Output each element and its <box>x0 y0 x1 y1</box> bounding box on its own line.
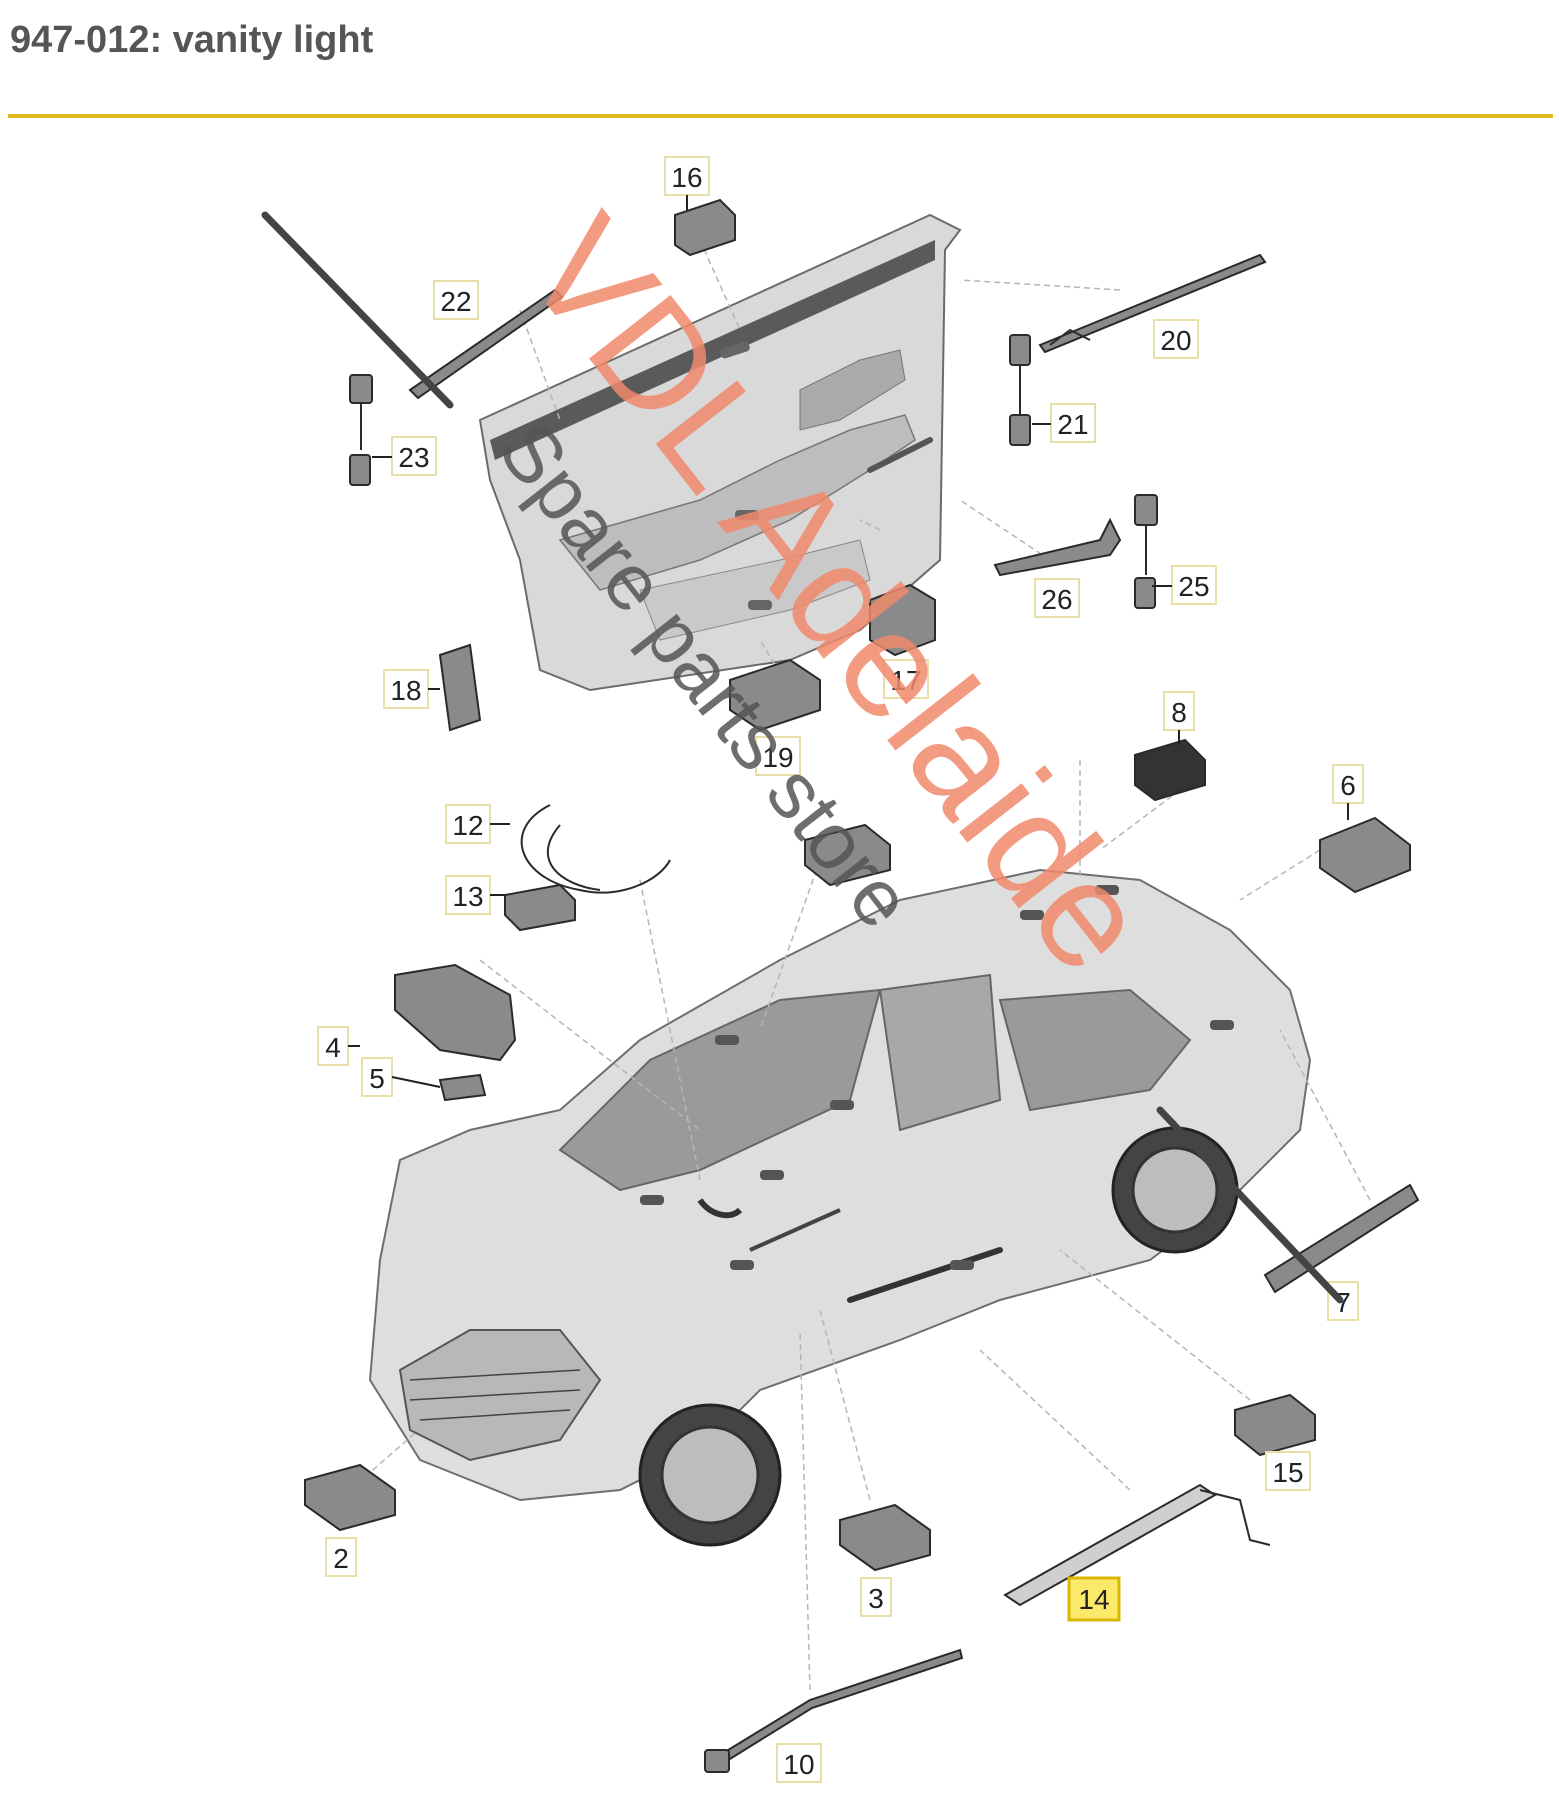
callout-5: 5 <box>361 1057 393 1097</box>
svg-text:8: 8 <box>1171 697 1187 728</box>
svg-text:4: 4 <box>325 1032 341 1063</box>
svg-text:14: 14 <box>1078 1584 1109 1615</box>
car-body <box>368 868 1312 1547</box>
svg-text:17: 17 <box>890 665 921 696</box>
part-13-lamp <box>504 883 576 932</box>
part-19-lamp <box>729 658 821 732</box>
part-15-lamp <box>1234 1393 1316 1457</box>
svg-text:18: 18 <box>390 675 421 706</box>
parts-diagram: 2 3 4 5 6 7 8 10 <box>261 156 1420 1783</box>
callout-2: 2 <box>325 1537 357 1577</box>
page-title: 947-012: vanity light <box>10 19 374 61</box>
svg-text:23: 23 <box>398 442 429 473</box>
callout-16: 16 <box>664 156 710 196</box>
svg-text:5: 5 <box>369 1063 385 1094</box>
leader-lines <box>349 239 1371 1691</box>
part-7-light-strip <box>1263 1183 1420 1294</box>
svg-text:2: 2 <box>333 1543 349 1574</box>
part-8-lamp <box>1134 738 1206 802</box>
callout-10: 10 <box>776 1743 822 1783</box>
callout-4: 4 <box>317 1026 349 1066</box>
svg-text:10: 10 <box>783 1749 814 1780</box>
callout-13: 13 <box>445 875 491 915</box>
part-2-lamp <box>304 1463 396 1532</box>
part-10-light-strip <box>704 1648 964 1773</box>
part-17-lamp <box>869 583 936 657</box>
callout-6: 6 <box>1332 764 1364 804</box>
callout-22: 22 <box>433 280 479 320</box>
part-20-light-strip <box>1038 253 1267 354</box>
callouts: 2 3 4 5 6 7 8 10 <box>317 156 1364 1783</box>
part-23-wiring-harness <box>349 374 373 486</box>
callout-26: 26 <box>1034 578 1080 618</box>
part-12-bracket <box>520 804 671 894</box>
callout-18: 18 <box>383 669 429 709</box>
callout-15: 15 <box>1265 1451 1311 1491</box>
callout-25: 25 <box>1171 565 1217 605</box>
part-4-lamp <box>394 963 517 1062</box>
callout-21: 21 <box>1050 403 1096 443</box>
svg-text:26: 26 <box>1041 584 1072 615</box>
svg-text:12: 12 <box>452 810 483 841</box>
callout-ticks <box>348 195 1349 1088</box>
part-16-connector <box>674 198 736 257</box>
part-6-lamp <box>1319 816 1411 894</box>
svg-text:19: 19 <box>762 742 793 773</box>
svg-text:7: 7 <box>1335 1287 1351 1318</box>
part-18-lamp <box>438 643 482 732</box>
part-14-sill-strip <box>1003 1483 1271 1607</box>
callout-17: 17 <box>883 659 929 699</box>
svg-text:3: 3 <box>868 1583 884 1614</box>
callout-12: 12 <box>445 804 491 844</box>
svg-text:20: 20 <box>1160 325 1191 356</box>
svg-text:13: 13 <box>452 881 483 912</box>
page-header: 947-012: vanity light <box>10 14 373 84</box>
part-26-light-strip <box>993 517 1122 577</box>
callout-23: 23 <box>391 436 437 476</box>
part-21-wiring-harness <box>1009 334 1031 446</box>
callout-20: 20 <box>1153 319 1199 359</box>
svg-text:16: 16 <box>671 162 702 193</box>
title-divider <box>8 114 1553 118</box>
door-panel <box>478 213 962 692</box>
callout-8: 8 <box>1163 691 1195 731</box>
part-25-wiring-harness <box>1134 494 1158 609</box>
svg-text:25: 25 <box>1178 571 1209 602</box>
callout-19: 19 <box>755 736 801 776</box>
svg-text:21: 21 <box>1057 409 1088 440</box>
svg-text:22: 22 <box>440 286 471 317</box>
callout-14: 14 <box>1067 1576 1121 1622</box>
part-interior-lamp <box>804 823 891 887</box>
part-3-lamp <box>839 1503 931 1572</box>
svg-text:15: 15 <box>1272 1457 1303 1488</box>
svg-text:6: 6 <box>1340 770 1356 801</box>
part-5-bulb <box>438 1073 487 1102</box>
callout-3: 3 <box>860 1577 892 1617</box>
part-22-light-strip <box>408 288 564 400</box>
diagram-slash-marks <box>261 211 1344 1304</box>
